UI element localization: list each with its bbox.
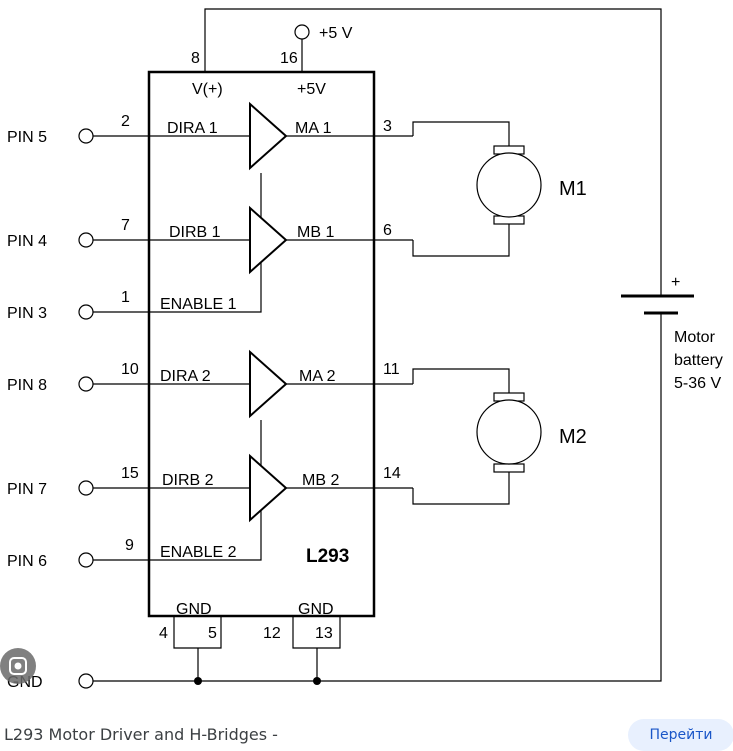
- input-pin-number: 1: [121, 289, 130, 306]
- gnd-junction-right: [313, 677, 321, 685]
- buffer-1: [249, 101, 288, 171]
- input-signal-label: DIRA 2: [160, 368, 211, 385]
- battery-wire: [204, 8, 662, 296]
- battery-label-line1: Motor: [674, 329, 716, 346]
- output-pin-number: 11: [383, 361, 400, 378]
- terminal-pin3: [78, 304, 94, 320]
- pin-label: PIN 7: [7, 481, 47, 498]
- output-pin-number: 6: [383, 222, 392, 239]
- lens-icon-glyph: [9, 657, 27, 675]
- battery-label-line2: battery: [674, 352, 723, 369]
- input-signal-label: ENABLE 1: [160, 296, 237, 313]
- motor2-body: [476, 399, 542, 465]
- motor2-bottom-wire: [412, 472, 510, 505]
- output-signal-label: MB 1: [297, 224, 334, 241]
- vplus-label: V(+): [192, 81, 223, 98]
- terminal-pin6: [78, 552, 94, 568]
- input-signal-label: ENABLE 2: [160, 544, 237, 561]
- motor-label: M1: [559, 178, 587, 200]
- pin16-number: 16: [280, 50, 298, 67]
- visit-button[interactable]: Перейти: [628, 719, 733, 751]
- input-signal-label: DIRB 2: [162, 472, 214, 489]
- pin-label: PIN 3: [7, 305, 47, 322]
- pin-label: PIN 4: [7, 233, 47, 250]
- buffer-3: [249, 349, 288, 419]
- motor1-top-wire: [412, 121, 510, 146]
- output-pin-number: 3: [383, 118, 392, 135]
- gnd-junction-left: [194, 677, 202, 685]
- lens-icon[interactable]: [0, 648, 36, 684]
- output-signal-label: MB 2: [302, 472, 339, 489]
- battery-plus-label: +: [671, 274, 680, 291]
- l293-schematic: +5 V 8 16 V(+) +5V PIN 5 PIN 4 PIN 3 PIN…: [7, 8, 723, 691]
- motor2-brush-bottom: [493, 463, 525, 473]
- terminal-pin5: [78, 128, 94, 144]
- output-signal-label: MA 2: [299, 368, 336, 385]
- chip-name: L293: [306, 546, 349, 567]
- terminal-pin7: [78, 480, 94, 496]
- pin-label: PIN 8: [7, 377, 47, 394]
- vcc-terminal: [294, 24, 310, 40]
- enable-wire-1: [93, 173, 262, 313]
- vcc-label: +5V: [297, 81, 326, 98]
- input-pin-number: 2: [121, 113, 130, 130]
- battery-return-wire: [86, 313, 662, 682]
- image-caption[interactable]: L293 Motor Driver and H-Bridges -: [4, 725, 278, 744]
- battery-label-line3: 5-36 V: [674, 375, 721, 392]
- motor2-top-wire: [412, 368, 510, 393]
- buffer-4: [249, 453, 288, 523]
- enable-wire-2: [93, 420, 262, 561]
- pin-label: PIN 5: [7, 129, 47, 146]
- gnd-label-left: GND: [176, 601, 212, 618]
- gnd-pin-number: 5: [208, 625, 217, 642]
- input-pin-number: 10: [121, 361, 139, 378]
- input-signal-label: DIRB 1: [169, 224, 221, 241]
- motor1-bottom-wire: [412, 224, 510, 257]
- supply-label: +5 V: [319, 25, 353, 42]
- buffer-2: [249, 205, 288, 275]
- gnd-pin-number: 12: [263, 625, 281, 642]
- gnd-label-right: GND: [298, 601, 334, 618]
- input-pin-number: 7: [121, 217, 130, 234]
- terminal-gnd: [78, 673, 94, 689]
- output-signal-label: MA 1: [295, 120, 332, 137]
- terminal-pin4: [78, 232, 94, 248]
- input-signal-label: DIRA 1: [167, 120, 218, 137]
- pin8-number: 8: [191, 50, 200, 67]
- input-pin-number: 9: [125, 537, 134, 554]
- ic-body: [147, 70, 376, 618]
- motor-label: M2: [559, 426, 587, 448]
- gnd-pin-number: 4: [159, 625, 168, 642]
- motor1-body: [476, 152, 542, 218]
- input-pin-number: 15: [121, 465, 139, 482]
- output-pin-number: 14: [383, 465, 401, 482]
- gnd-pin-number: 13: [315, 625, 333, 642]
- pin-label: PIN 6: [7, 553, 47, 570]
- terminal-pin8: [78, 376, 94, 392]
